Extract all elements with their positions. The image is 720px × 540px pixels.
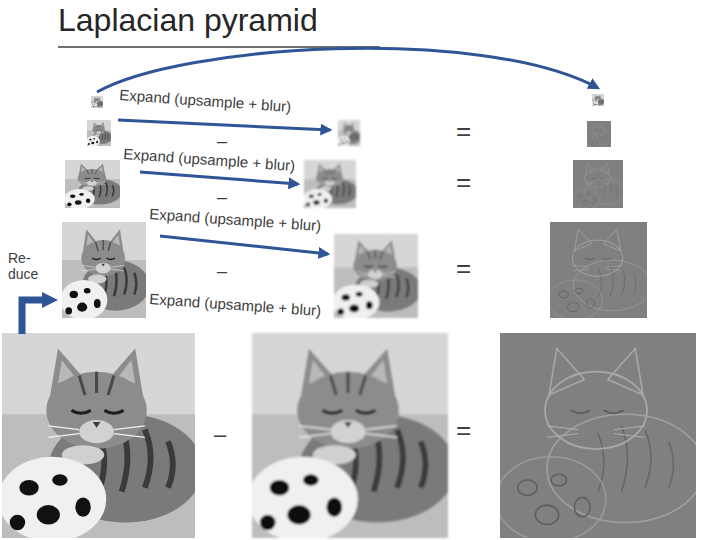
minus-sign: – [217,262,227,280]
equals-sign: = [456,169,471,195]
reduce-arrow [22,300,50,334]
gaussian-level [91,96,104,108]
expanded-level [303,160,358,209]
expanded-level [332,234,421,320]
minus-sign: – [214,424,226,446]
gaussian-level [60,222,149,320]
copy-arrow [97,48,598,92]
laplacian-level [496,333,704,540]
expand-arrow [118,120,330,130]
expand-label: Expand (upsample + blur) [123,145,296,174]
slide-title: Laplacian pyramid [58,4,318,36]
gaussian-level [87,120,112,146]
laplacian-level [548,222,651,320]
expanded-level [338,120,361,146]
expand-arrow [160,236,328,254]
laplacian-level [572,160,625,209]
expand-label: Expand (upsample + blur) [149,205,322,234]
expand-label: Expand (upsample + blur) [119,86,292,115]
minus-sign: – [217,132,227,150]
minus-sign: – [217,188,227,206]
gaussian-level [64,160,122,209]
reduce-label: Re- duce [8,250,46,282]
equals-sign: = [456,255,471,281]
equals-sign: = [456,417,471,443]
expand-arrow [140,172,298,184]
laplacian-level [592,94,605,106]
expanded-level [248,333,456,540]
expand-label: Expand (upsample + blur) [149,290,322,319]
equals-sign: = [456,118,471,144]
gaussian-level [0,333,203,540]
laplacian-level [587,121,612,147]
